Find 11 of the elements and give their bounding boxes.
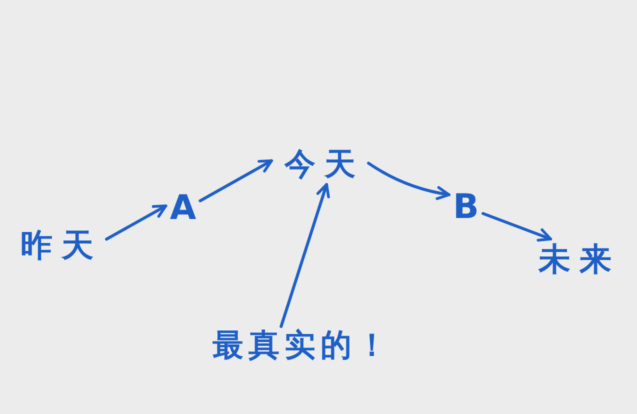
arrow <box>482 212 552 242</box>
word-label: 昨天 <box>8 225 106 265</box>
arrow <box>280 183 330 328</box>
arrow <box>105 204 168 241</box>
word-label: 今天 <box>272 146 368 184</box>
letter-label: A <box>166 187 200 229</box>
word-label: 未来 <box>526 239 624 279</box>
note-label: 最真实的！ <box>204 326 396 366</box>
letter-label: B <box>449 186 483 228</box>
arrow <box>198 159 273 202</box>
arrow <box>367 162 450 200</box>
